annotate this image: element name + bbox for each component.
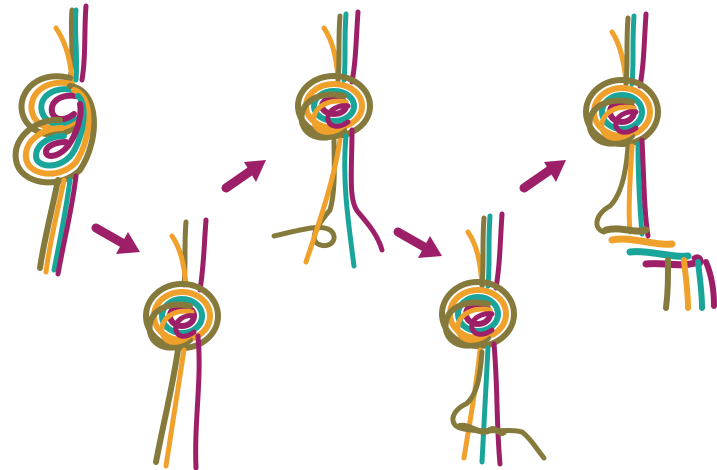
knot-step-4 <box>442 214 544 464</box>
arrow-3-to-4 <box>398 232 442 258</box>
knot-step-1 <box>16 6 94 274</box>
tight-knot <box>442 282 514 346</box>
tight-knot <box>298 76 370 138</box>
tight-knot <box>146 284 218 348</box>
knot-step-2 <box>146 220 218 468</box>
strand-magenta <box>82 6 86 80</box>
tight-knot <box>586 80 658 144</box>
strand-teal <box>75 10 76 80</box>
knot-step-5 <box>586 14 714 308</box>
knot-step-3 <box>274 12 382 266</box>
half-hitch-olive <box>274 140 334 246</box>
arrow-1-to-2 <box>96 228 140 254</box>
arrow-4-to-5 <box>524 160 566 188</box>
arrow-2-to-3 <box>226 160 266 188</box>
